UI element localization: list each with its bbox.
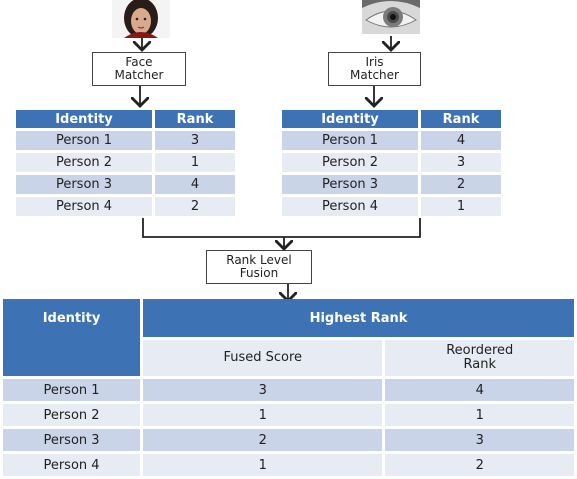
fusion-label-line2: Fusion — [240, 267, 278, 280]
rank-cell: 2 — [155, 197, 235, 216]
fused-score-header: Fused Score — [143, 340, 382, 376]
table-row: Person 2 1 1 — [3, 404, 574, 426]
table-row: Person 3 4 — [16, 175, 235, 194]
rank-cell: 4 — [155, 175, 235, 194]
table-row: Person 1 4 — [282, 131, 501, 150]
table-row: Person 4 1 2 — [3, 454, 574, 476]
table-header-row: Identity Rank — [16, 110, 235, 128]
table-row: Person 2 1 — [16, 153, 235, 172]
face-matcher-box: Face Matcher — [92, 52, 186, 86]
face-rank-table: Identity Rank Person 1 3 Person 2 1 Pers… — [13, 107, 238, 219]
identity-cell: Person 3 — [3, 429, 140, 451]
iris-rank-table: Identity Rank Person 1 4 Person 2 3 Pers… — [279, 107, 504, 219]
face-photo — [112, 0, 170, 38]
identity-cell: Person 3 — [16, 175, 152, 194]
face-matcher-label-line2: Matcher — [115, 69, 164, 82]
reordered-rank-cell: 2 — [385, 454, 574, 476]
identity-cell: Person 2 — [16, 153, 152, 172]
rank-cell: 3 — [421, 153, 501, 172]
identity-cell: Person 1 — [282, 131, 418, 150]
merge-bracket — [143, 218, 420, 237]
fused-identity-header: Identity — [3, 299, 140, 376]
reordered-rank-header-line2: Rank — [464, 357, 496, 372]
table-row: Person 4 1 — [282, 197, 501, 216]
table-row: Person 1 3 — [16, 131, 235, 150]
iris-matcher-label-line2: Matcher — [350, 69, 399, 82]
rank-cell: 4 — [421, 131, 501, 150]
reordered-rank-cell: 4 — [385, 379, 574, 401]
identity-header: Identity — [282, 110, 418, 128]
fused-rank-table: Identity Highest Rank Fused Score Reorde… — [0, 296, 577, 479]
table-row: Person 3 2 — [282, 175, 501, 194]
identity-cell: Person 1 — [16, 131, 152, 150]
identity-cell: Person 4 — [282, 197, 418, 216]
table-row: Person 4 2 — [16, 197, 235, 216]
identity-cell: Person 1 — [3, 379, 140, 401]
reordered-rank-cell: 1 — [385, 404, 574, 426]
fused-header-row: Identity Highest Rank — [3, 299, 574, 337]
fused-score-cell: 1 — [143, 404, 382, 426]
rank-level-fusion-box: Rank Level Fusion — [206, 250, 312, 284]
identity-header: Identity — [16, 110, 152, 128]
identity-cell: Person 4 — [3, 454, 140, 476]
reordered-rank-cell: 3 — [385, 429, 574, 451]
identity-cell: Person 3 — [282, 175, 418, 194]
identity-cell: Person 2 — [3, 404, 140, 426]
table-row: Person 2 3 — [282, 153, 501, 172]
rank-cell: 1 — [421, 197, 501, 216]
fused-score-cell: 3 — [143, 379, 382, 401]
identity-cell: Person 2 — [282, 153, 418, 172]
highest-rank-header: Highest Rank — [143, 299, 574, 337]
rank-header: Rank — [421, 110, 501, 128]
table-header-row: Identity Rank — [282, 110, 501, 128]
fused-score-cell: 2 — [143, 429, 382, 451]
rank-cell: 1 — [155, 153, 235, 172]
reordered-rank-header-line1: Reordered — [446, 343, 513, 358]
iris-photo — [362, 0, 420, 34]
table-row: Person 1 3 4 — [3, 379, 574, 401]
iris-matcher-box: Iris Matcher — [328, 52, 421, 86]
rank-cell: 2 — [421, 175, 501, 194]
identity-cell: Person 4 — [16, 197, 152, 216]
rank-header: Rank — [155, 110, 235, 128]
table-row: Person 3 2 3 — [3, 429, 574, 451]
rank-cell: 3 — [155, 131, 235, 150]
fused-score-cell: 1 — [143, 454, 382, 476]
